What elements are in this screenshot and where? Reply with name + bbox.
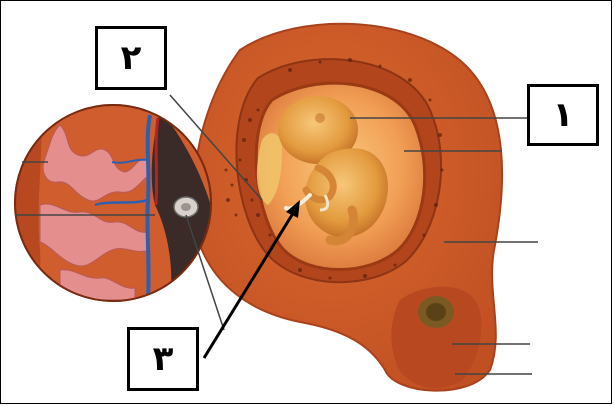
label-box-1: ۱	[527, 84, 599, 146]
label-box-2: ۲	[95, 26, 167, 90]
placenta-magnified-view	[15, 105, 215, 305]
label-box-3: ۳	[127, 327, 199, 391]
